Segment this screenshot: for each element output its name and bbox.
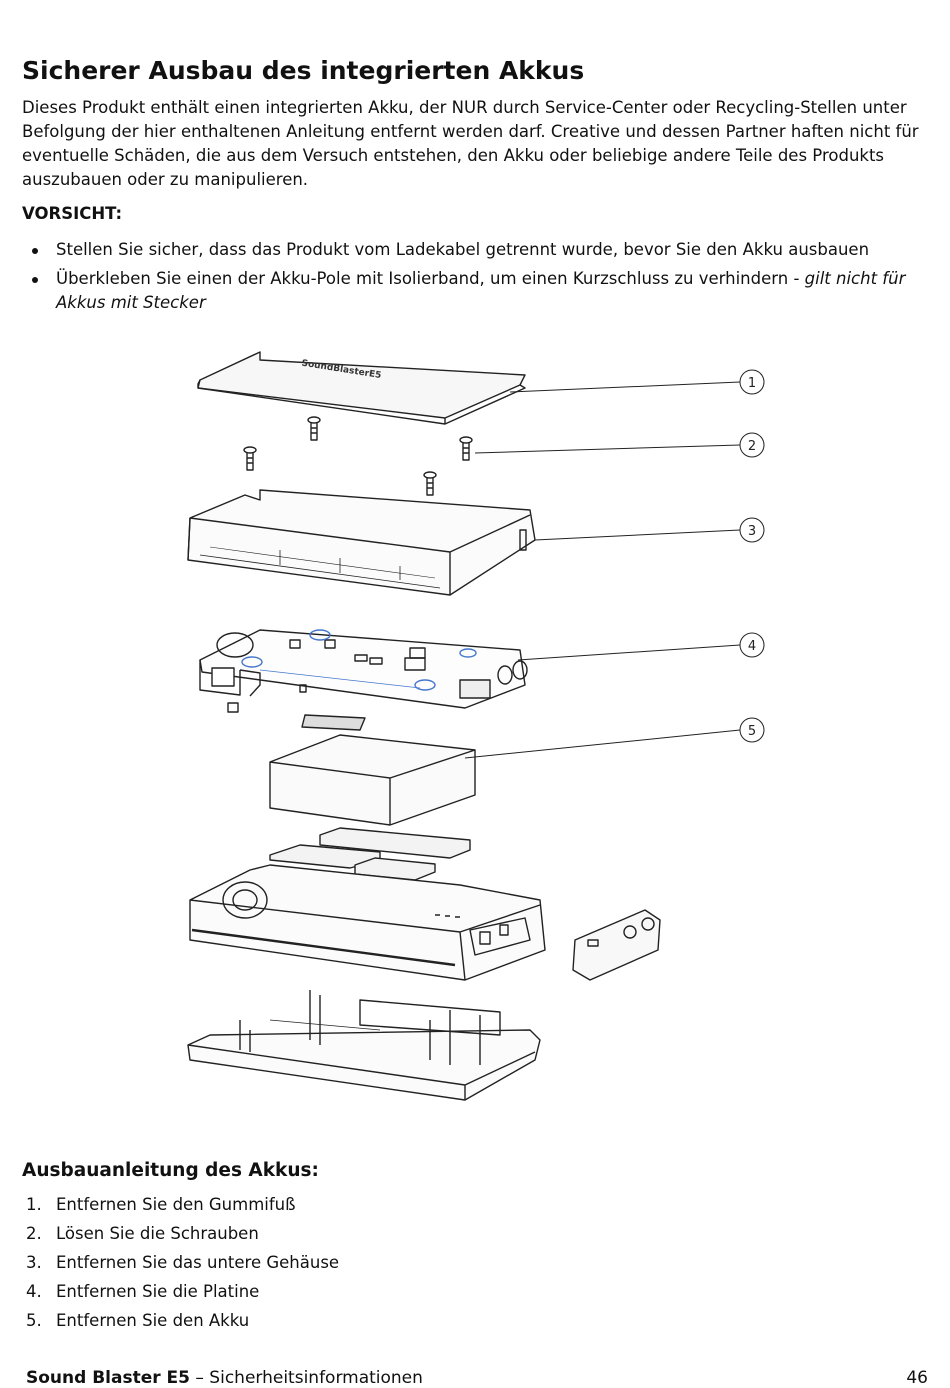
caution-text: Stellen Sie sicher, dass das Produkt vom… — [56, 240, 870, 259]
callout-2 — [739, 432, 765, 458]
callout-number: 5 — [748, 724, 756, 739]
callouts — [464, 369, 765, 759]
intro-paragraph: Dieses Produkt enthält einen integrierte… — [22, 98, 919, 189]
exploded-view-diagram: SoundBlasterE5 — [187, 351, 765, 1101]
rubber-foot-part: SoundBlasterE5 — [197, 351, 526, 425]
callout-4 — [739, 632, 765, 658]
step-item: 4. Entfernen Sie die Platine — [22, 1279, 339, 1308]
step-item: 5. Entfernen Sie den Akku — [22, 1308, 339, 1337]
step-number: 1. — [26, 1195, 42, 1214]
step-text: Lösen Sie die Schrauben — [56, 1224, 259, 1243]
foam-pads — [269, 827, 471, 881]
step-number: 4. — [26, 1282, 42, 1301]
step-text: Entfernen Sie den Akku — [56, 1311, 250, 1330]
page-title: Sicherer Ausbau des integrierten Akkus — [22, 56, 585, 85]
page-footer: Sound Blaster E5 – Sicherheitsinformatio… — [26, 1368, 423, 1388]
caution-label: VORSICHT: — [22, 204, 123, 223]
battery-part — [269, 734, 476, 826]
step-number: 2. — [26, 1224, 42, 1243]
callout-number: 1 — [748, 376, 756, 391]
step-item: 3. Entfernen Sie das untere Gehäuse — [22, 1250, 339, 1279]
callout-number: 4 — [748, 639, 756, 654]
step-number: 3. — [26, 1253, 42, 1272]
step-text: Entfernen Sie das untere Gehäuse — [56, 1253, 340, 1272]
step-number: 5. — [26, 1311, 42, 1330]
steps-heading: Ausbauanleitung des Akkus: — [22, 1160, 319, 1181]
footer-section: – Sicherheitsinformationen — [190, 1368, 423, 1388]
step-item: 1. Entfernen Sie den Gummifuß — [22, 1192, 339, 1221]
callout-3 — [739, 517, 765, 543]
side-plate-part — [572, 909, 661, 981]
caution-item: Stellen Sie sicher, dass das Produkt vom… — [22, 238, 937, 262]
callout-5 — [739, 717, 765, 743]
bottom-housing-part — [187, 489, 536, 596]
step-item: 2. Lösen Sie die Schrauben — [22, 1221, 339, 1250]
callout-1 — [739, 369, 765, 395]
step-text: Entfernen Sie den Gummifuß — [56, 1195, 296, 1214]
caution-note: gilt nicht für Akkus mit Stecker — [56, 269, 906, 312]
caution-item: Überkleben Sie einen der Akku-Pole mit I… — [22, 267, 937, 315]
callout-number: 2 — [748, 439, 756, 454]
page-number: 46 — [906, 1368, 928, 1388]
caution-list: Stellen Sie sicher, dass das Produkt vom… — [22, 238, 937, 320]
screws-part — [243, 416, 473, 496]
callout-number: 3 — [748, 524, 756, 539]
bullet-icon — [32, 277, 38, 283]
bullet-icon — [32, 248, 38, 254]
footer-product: Sound Blaster E5 — [26, 1368, 190, 1388]
connector-plate — [301, 714, 366, 731]
top-housing-part — [189, 864, 546, 981]
step-text: Entfernen Sie die Platine — [56, 1282, 260, 1301]
base-part — [187, 990, 541, 1101]
circuit-board-part — [199, 629, 528, 713]
steps-list: 1. Entfernen Sie den Gummifuß 2. Lösen Sie… — [22, 1192, 339, 1337]
caution-text: Überkleben Sie einen der Akku-Pole mit I… — [56, 269, 805, 288]
